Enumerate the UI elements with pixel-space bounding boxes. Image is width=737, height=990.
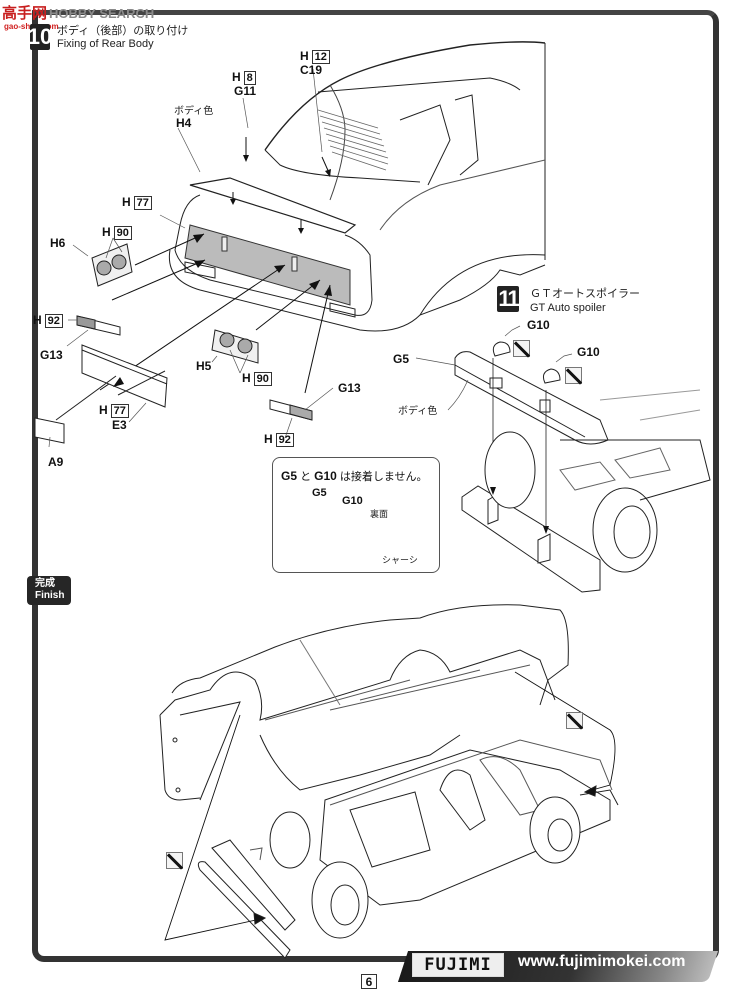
finish-label-en: Finish [35, 590, 65, 601]
part-label-g10-b: G10 [577, 345, 600, 359]
step-11-drawing [454, 341, 711, 593]
fujimi-logo: FUJIMI [412, 953, 504, 977]
watermark-brand-en: HOBBY SEARCH [49, 6, 155, 21]
page-frame [32, 10, 719, 962]
part-label-g13-left: G13 [40, 348, 63, 362]
page-number: 6 [361, 974, 377, 989]
note-body-color-h4: ボディ色 [174, 106, 214, 117]
no-cement-icon [566, 712, 583, 729]
part-label-g10-a: G10 [527, 318, 550, 332]
finish-body-drawing [159, 604, 569, 801]
step-11-badge: 11 [497, 286, 520, 312]
leader-lines-10 [48, 68, 334, 448]
part-label-c19: C19 [300, 63, 323, 77]
part-label-g11: G11 [234, 84, 257, 98]
part-label-a9: A9 [48, 455, 64, 469]
part-label-h5: H5 [196, 359, 212, 373]
note-diagram-back: 裏面 [370, 509, 389, 519]
part-label-g13-right: G13 [338, 381, 361, 395]
step-11-title-en: GT Auto spoiler [530, 302, 606, 314]
watermark-brand-cn: 高手网 [2, 5, 48, 22]
step-10-title-jp: ボディ（後部）の取り付け [57, 25, 189, 37]
step-10-title-en: Fixing of Rear Body [57, 38, 154, 50]
note-diagram-g10: G10 [342, 495, 363, 507]
finish-label-jp: 完成 [35, 578, 55, 589]
no-cement-icon [513, 340, 530, 357]
no-cement-icon [166, 852, 183, 869]
finish-badge: 完成 Finish [27, 576, 71, 605]
part-label-h4: H4 [176, 116, 192, 130]
step-11-title-jp: ＧＴオートスポイラー [530, 288, 640, 300]
parts-left [34, 243, 168, 444]
footer-url[interactable]: www.fujimimokei.com [518, 953, 686, 970]
note-body-color-g5: ボディ色 [398, 406, 438, 417]
no-cement-icon [565, 367, 582, 384]
part-label-e3: E3 [112, 418, 127, 432]
step-10-badge: 10 [27, 24, 53, 50]
parts-right [211, 329, 313, 421]
note-box: G5 と G10 は接着しません。 [272, 457, 440, 573]
note-diagram-chassis: シャーシ [382, 555, 418, 565]
part-label-g5: G5 [393, 352, 410, 366]
rear-body-drawing [168, 41, 546, 332]
part-label-h6: H6 [50, 236, 66, 250]
note-diagram-g5: G5 [312, 487, 327, 499]
note-title: G5 と G10 は接着しません。 [281, 469, 428, 483]
finish-chassis-drawing [197, 739, 619, 959]
